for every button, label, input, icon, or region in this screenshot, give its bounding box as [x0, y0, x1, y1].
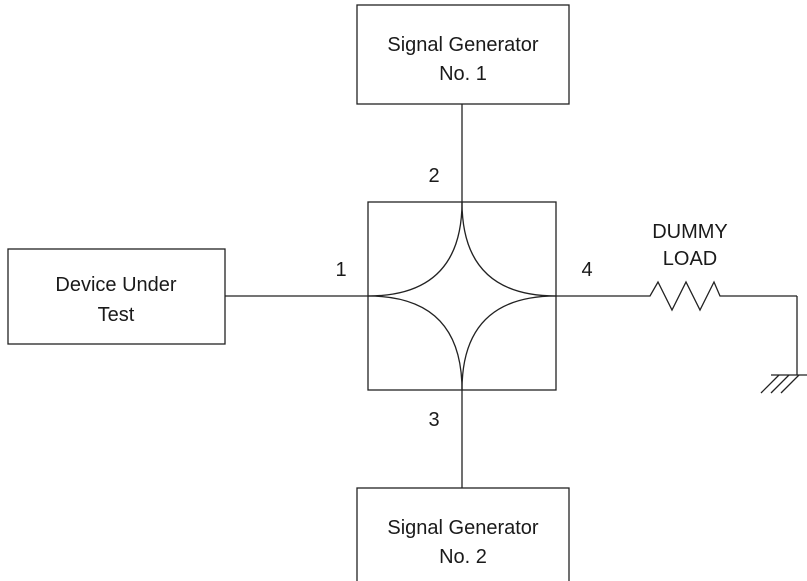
signal-generator-1-number: No. 1 — [439, 63, 487, 85]
dummy-load-label-line1: DUMMY — [652, 221, 728, 243]
device-under-test-box — [7, 248, 226, 345]
device-under-test: Device Under Test — [7, 248, 226, 345]
hybrid-coupler — [367, 201, 557, 391]
coupler-box — [367, 201, 557, 391]
coupler-arc-bottom-left — [367, 295, 463, 391]
port-2-label: 2 — [428, 165, 439, 187]
signal-generator-2-box — [356, 487, 570, 581]
signal-generator-1: Signal Generator No. 1 — [356, 4, 570, 105]
resistor-symbol — [640, 280, 735, 312]
signal-generator-2-title: Signal Generator — [387, 517, 539, 539]
ground-hatch-icon — [760, 374, 800, 394]
dummy-load: DUMMY LOAD — [556, 221, 807, 394]
signal-generator-2: Signal Generator No. 2 — [356, 487, 570, 581]
coupler-arc-top-right — [461, 201, 557, 297]
device-under-test-title: Device Under — [55, 274, 177, 296]
dummy-load-label-line2: LOAD — [663, 248, 717, 270]
port-4-label: 4 — [581, 259, 592, 281]
signal-generator-1-box — [356, 4, 570, 105]
device-under-test-subtitle: Test — [98, 304, 135, 326]
signal-generator-1-title: Signal Generator — [387, 34, 539, 56]
coupler-arc-bottom-right — [461, 295, 557, 391]
signal-generator-2-number: No. 2 — [439, 546, 487, 568]
port-1-label: 1 — [335, 259, 346, 281]
port-3-label: 3 — [428, 409, 439, 431]
coupler-arc-top-left — [367, 201, 463, 297]
